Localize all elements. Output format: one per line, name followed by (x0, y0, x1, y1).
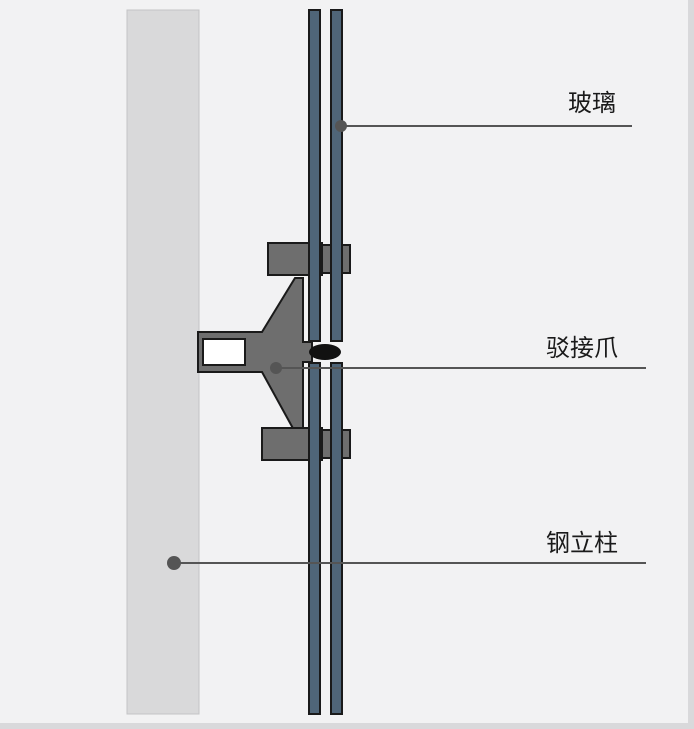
glass-pane-left-lower (308, 362, 321, 715)
steel-column-label: 钢立柱 (546, 529, 618, 557)
steel-column-callout: 钢立柱 (167, 529, 646, 570)
glass-pane-right-upper (330, 9, 343, 342)
glass-leader-dot (335, 120, 347, 132)
glass-callout: 玻璃 (335, 89, 632, 132)
glass-label: 玻璃 (568, 89, 616, 117)
spider-clamp-callout: 驳接爪 (270, 334, 646, 374)
spider-clamp-socket (202, 338, 246, 366)
spider-clamp-label: 驳接爪 (546, 334, 618, 362)
glass-pane-left-upper (308, 9, 321, 342)
steel-column-leader-dot (167, 556, 181, 570)
spider-clamp-leader-dot (270, 362, 282, 374)
glass-panes (308, 9, 343, 715)
sealant-joint (309, 344, 341, 360)
lower-bolt-head (261, 427, 323, 461)
glass-pane-right-lower (330, 362, 343, 715)
steel-column (126, 9, 200, 715)
